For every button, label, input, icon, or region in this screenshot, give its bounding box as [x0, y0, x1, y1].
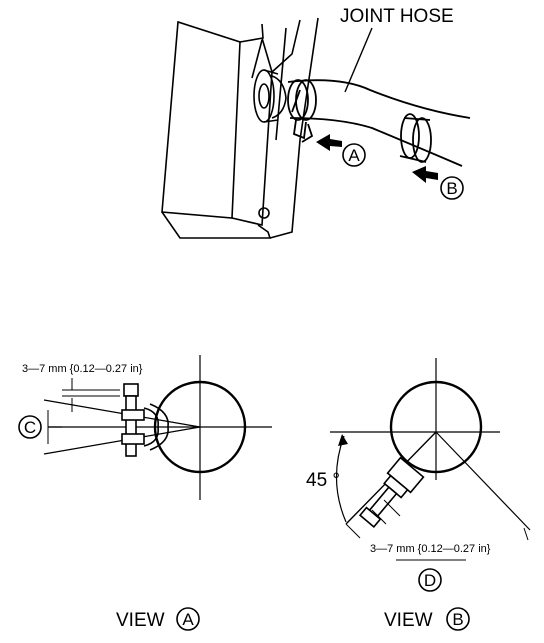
marker-b-circle [440, 176, 464, 200]
view-b-dimension: 3—7 mm {0.12—0.27 in} [370, 543, 491, 555]
joint-hose-leader [344, 27, 373, 93]
view-b-caption-letter: B [452, 610, 463, 629]
marker-c-label: C [24, 418, 36, 437]
marker-d: D [418, 568, 442, 592]
joint-hose-label: JOINT HOSE [340, 6, 454, 27]
bracket-front-face [161, 20, 241, 219]
hose-clamp-b [399, 113, 432, 163]
view-a-arrow: A [316, 134, 366, 167]
marker-b-label: B [446, 179, 457, 198]
view-a-bolt-head [123, 383, 139, 397]
view-a-caption-letter: A [182, 610, 194, 629]
angle-label: 45 ° [306, 470, 340, 491]
view-b-arrow: B [412, 166, 464, 200]
view-b-caption-word: VIEW [384, 610, 433, 631]
hose-clamp-a [287, 79, 317, 143]
bracket-side-face [231, 37, 273, 226]
engine-bracket-illustration [161, 17, 319, 239]
marker-a-label: A [348, 146, 360, 165]
view-a-caption-word: VIEW [116, 610, 165, 631]
marker-c: C [18, 415, 42, 439]
marker-d-label: D [424, 571, 436, 590]
marker-a-circle [342, 143, 366, 167]
view-a-caption: VIEW A [116, 607, 200, 631]
view-a-section [43, 355, 272, 500]
view-a-dimension: 3—7 mm {0.12—0.27 in} [22, 363, 143, 375]
view-b-section [330, 358, 531, 541]
mounting-hole [258, 207, 270, 219]
view-b-caption: VIEW B [384, 607, 470, 631]
